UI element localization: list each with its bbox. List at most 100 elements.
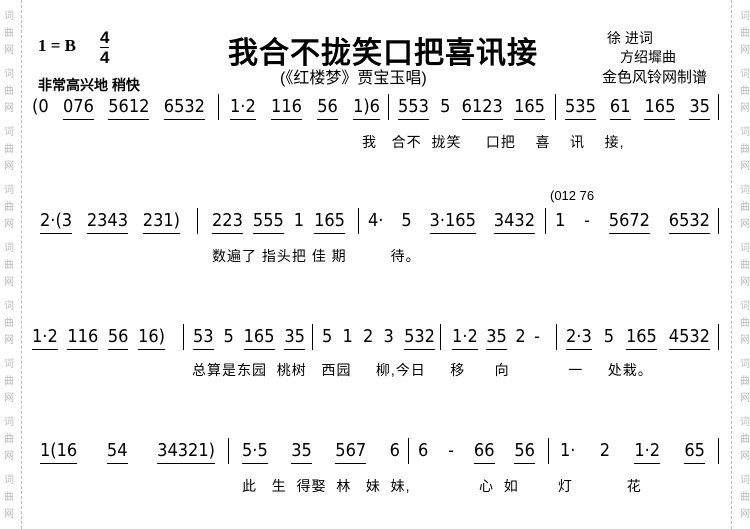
- note-group: 2: [599, 440, 611, 461]
- watermark-text: 词曲网: [4, 69, 14, 114]
- lyrics-line: 数遍了 指头把 佳 期 待。: [212, 248, 421, 264]
- note-group: 6: [418, 440, 429, 461]
- note-group: 35: [284, 326, 305, 350]
- bar-line: [197, 208, 198, 234]
- bar-line: [556, 324, 557, 350]
- watermark-text: 词曲网: [740, 475, 750, 520]
- watermark-text: 词曲网: [4, 359, 14, 404]
- watermark-text: 词曲网: [4, 417, 14, 462]
- watermark-text: 词曲网: [740, 301, 750, 346]
- note-group: 1(16: [40, 440, 78, 464]
- time-signature-top: 4: [100, 28, 110, 48]
- key-signature: 1 = B: [38, 36, 77, 55]
- note-group: 555: [252, 210, 284, 234]
- bar-line: [718, 208, 719, 234]
- note-group: 5: [603, 326, 614, 347]
- note-group: 165: [243, 326, 275, 350]
- note-group: 532: [404, 326, 435, 350]
- note-group: 535: [565, 96, 596, 120]
- note-group: 61: [609, 96, 631, 120]
- note-group: 35: [689, 96, 710, 120]
- bar-line: [548, 438, 549, 464]
- instrumental-annotation: (012 76: [550, 188, 595, 203]
- note-group: 223: [212, 210, 243, 234]
- note-group: 076: [62, 96, 94, 120]
- bar-line: [183, 324, 184, 350]
- bar-line: [408, 438, 409, 464]
- note-group: (0: [32, 96, 49, 117]
- note-group: 1·: [560, 440, 576, 461]
- watermark-text: 词曲网: [4, 185, 14, 230]
- note-group: 6: [389, 440, 400, 461]
- note-group: 16): [138, 326, 165, 350]
- watermark-text: 词曲网: [4, 11, 14, 56]
- note-group: 5: [401, 210, 412, 231]
- bar-line: [545, 208, 546, 234]
- left-margin-line: [21, 0, 22, 529]
- bar-line: [312, 324, 313, 350]
- bar-line: [718, 94, 719, 120]
- lyrics-line: 总算是东园 桃树 西园 柳,今日 移 向 一 处栽。: [192, 362, 653, 378]
- note-group: 4532: [668, 326, 710, 350]
- note-group: 165: [644, 96, 676, 120]
- lyrics-line: 我 合不 拢笑 口把 喜 讯 接,: [362, 134, 625, 150]
- note-group: 2·3: [566, 326, 592, 350]
- note-group: 165: [314, 210, 345, 234]
- note-group: 165: [625, 326, 657, 350]
- watermark-text: 词曲网: [740, 69, 750, 114]
- note-group: 567: [335, 440, 367, 464]
- measure: 535 61 165 35: [565, 96, 710, 126]
- note-group: 1·2: [32, 326, 58, 350]
- bar-line: [388, 94, 389, 120]
- note-group: 5612: [108, 96, 150, 120]
- note-group: 6532: [163, 96, 205, 120]
- note-group: 65: [684, 440, 705, 464]
- note-group: 6532: [668, 210, 710, 234]
- watermark-text: 词曲网: [740, 359, 750, 404]
- tempo-marking: 非常高兴地 稍快: [38, 77, 140, 93]
- measure: (0 076 5612 6532: [32, 96, 205, 126]
- bar-line: [718, 324, 719, 350]
- note-group: 53: [193, 326, 214, 350]
- bar-line: [440, 324, 441, 350]
- bar-line: [228, 438, 229, 464]
- note-group: 116: [271, 96, 302, 120]
- song-title: 我合不拢笑口把喜讯接: [228, 36, 538, 71]
- note-group: 35: [486, 326, 507, 350]
- note-group: 56: [514, 440, 535, 464]
- note-group: 1·2: [634, 440, 661, 464]
- note-group: 553: [398, 96, 429, 120]
- note-group: 4·: [368, 210, 384, 231]
- watermark-text: 词曲网: [4, 301, 14, 346]
- note-group: 165: [514, 96, 545, 120]
- engraver-credit: 金色风铃网制谱: [602, 69, 708, 86]
- note-group: 3432: [493, 210, 535, 234]
- lyrics-line: 此 生 得娶 林 妹 妹, 心 如 灯 花: [242, 478, 642, 494]
- note-group: -: [534, 326, 540, 347]
- note-group: 116: [67, 326, 99, 350]
- note-group: 6123: [461, 96, 503, 120]
- note-group: 2: [363, 326, 374, 347]
- note-group: 1: [293, 210, 305, 231]
- note-group: 5·5: [242, 440, 268, 464]
- note-group: 56: [317, 96, 338, 120]
- measure: 1·2 116 56 1)6: [230, 96, 380, 126]
- note-group: 1)6: [353, 96, 380, 120]
- watermark-text: 词曲网: [4, 243, 14, 288]
- note-group: 1·2: [230, 96, 256, 120]
- note-group: 1: [342, 326, 353, 347]
- song-subtitle: (《红楼梦》贾宝玉唱): [280, 70, 427, 87]
- bar-line: [555, 94, 556, 120]
- measure: 2·3 5 165 4532: [566, 326, 710, 356]
- lyricist-credit: 徐 进词: [607, 30, 653, 46]
